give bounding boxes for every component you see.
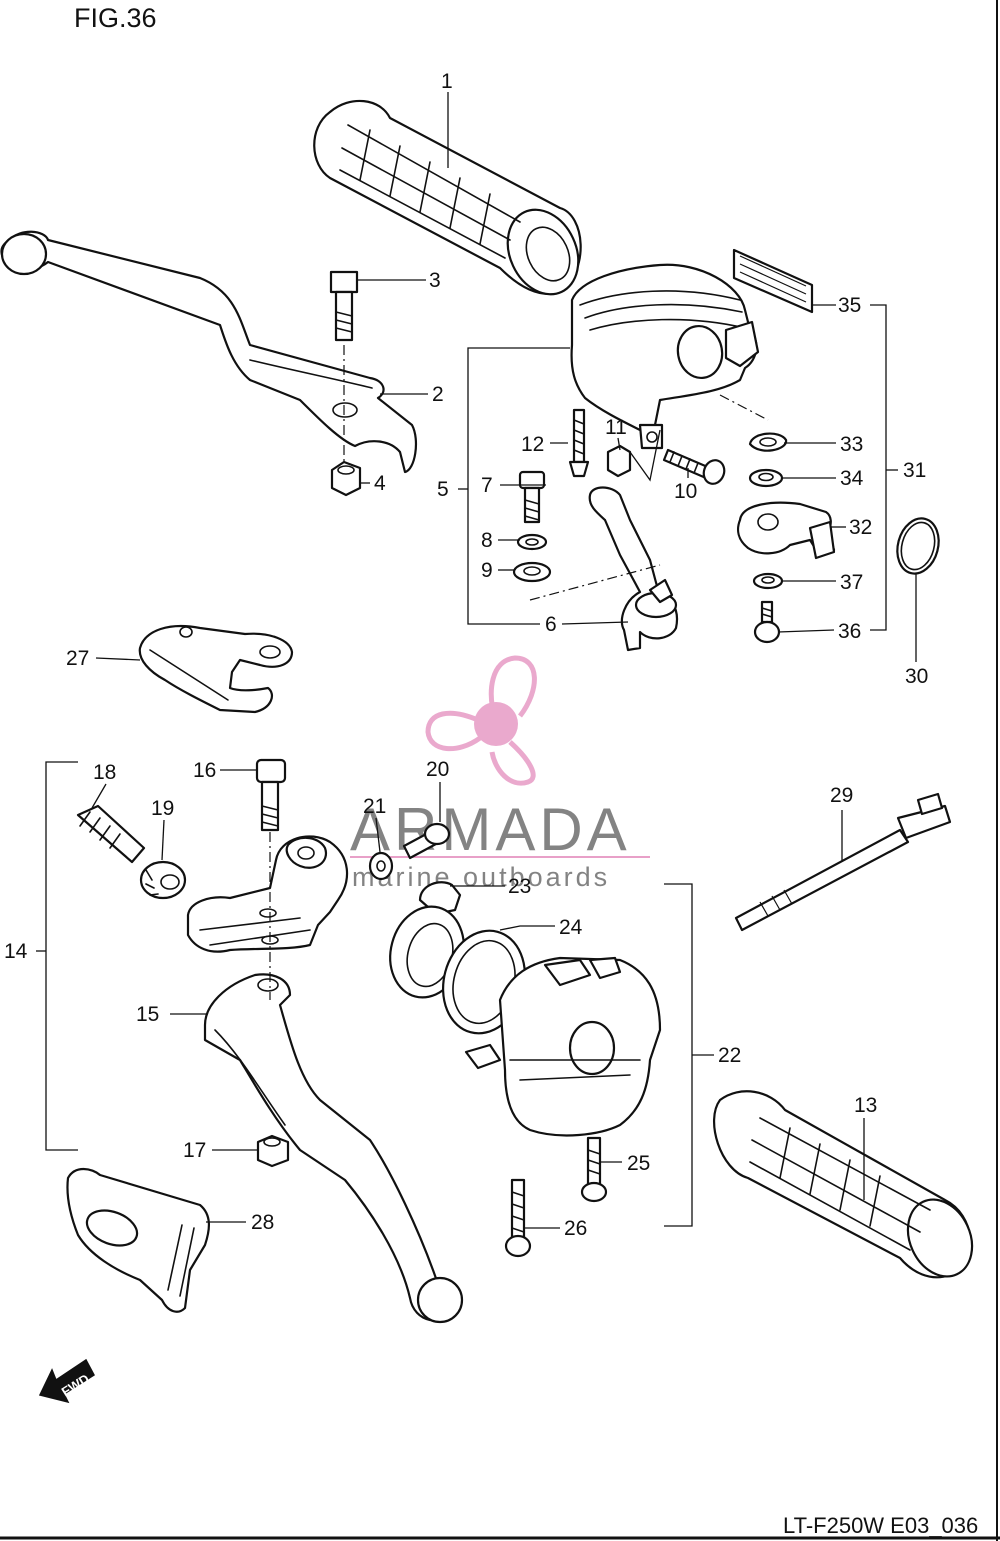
- part-14-clutch-lever-assy: [186, 835, 464, 1324]
- watermark-brand: ARMADA: [350, 796, 631, 863]
- part-21-washer: [368, 851, 394, 881]
- callout-18: 18: [93, 761, 116, 784]
- callout-2: 2: [432, 383, 444, 406]
- callout-36: 36: [838, 620, 861, 643]
- part-37-washer: [752, 572, 784, 590]
- watermark-tagline: marine outboards: [352, 862, 610, 892]
- callout-35: 35: [838, 294, 861, 317]
- callout-28: 28: [251, 1211, 274, 1234]
- part-17-nut: [256, 1134, 290, 1168]
- part-32-switch-knob: [737, 501, 836, 560]
- callout-31: 31: [903, 459, 926, 482]
- callout-15: 15: [136, 1003, 159, 1026]
- part-2-brake-lever: [0, 230, 418, 474]
- part-20-screw: [402, 822, 451, 860]
- propeller-logo: [425, 655, 537, 786]
- part-12-screw: [568, 408, 590, 478]
- part-3-pivot-bolt: [329, 270, 359, 465]
- callout-17: 17: [183, 1139, 206, 1162]
- callout-14: 14: [4, 940, 28, 963]
- callout-24: 24: [559, 916, 583, 939]
- part-27-bracket: [138, 624, 294, 714]
- part-35-label: [732, 248, 814, 314]
- part-10-screw: [662, 448, 726, 485]
- figure-code: LT-F250W E03_036: [783, 1513, 978, 1538]
- callout-34: 34: [840, 467, 864, 490]
- callout-25: 25: [627, 1152, 650, 1175]
- callout-13: 13: [854, 1094, 877, 1117]
- callout-26: 26: [564, 1217, 587, 1240]
- callout-labels: 1 2 3 4 5 6 7 8 9 10 11 12 13 14 15 16 1…: [4, 70, 928, 1240]
- callout-32: 32: [849, 516, 872, 539]
- part-30-o-ring: [896, 517, 940, 575]
- fwd-arrow-icon: FWD: [38, 1358, 95, 1404]
- callout-22: 22: [718, 1044, 741, 1067]
- part-25-screw: [580, 1136, 608, 1203]
- callout-20: 20: [426, 758, 449, 781]
- armada-watermark: ARMADA marine outboards: [350, 655, 650, 892]
- callout-37: 37: [840, 571, 863, 594]
- figure-title: FIG.36: [74, 3, 157, 33]
- part-7-bolt: [518, 470, 546, 524]
- part-16-pivot-bolt: [255, 758, 287, 1000]
- part-11-nut: [606, 444, 632, 478]
- part-9-washer: [512, 561, 552, 583]
- callout-6: 6: [545, 613, 557, 636]
- part-29-cable-strap: [734, 792, 952, 932]
- callout-21: 21: [363, 795, 386, 818]
- callout-12: 12: [521, 433, 544, 456]
- part-8-washer: [516, 533, 548, 551]
- part-26-screw: [504, 1178, 532, 1258]
- callout-8: 8: [481, 529, 493, 552]
- part-36-screw: [753, 600, 781, 644]
- callout-23: 23: [508, 875, 531, 898]
- callout-33: 33: [840, 433, 863, 456]
- callout-4: 4: [374, 472, 386, 495]
- callout-5: 5: [437, 478, 449, 501]
- callout-27: 27: [66, 647, 89, 670]
- part-1-grip: [313, 99, 582, 296]
- callout-29: 29: [830, 784, 853, 807]
- part-34-washer: [748, 468, 784, 488]
- part-33-clip: [748, 432, 788, 452]
- part-22-handlebar-switch: [464, 956, 662, 1137]
- callout-30: 30: [905, 665, 928, 688]
- leader-lines: [36, 92, 917, 1229]
- callout-19: 19: [151, 797, 174, 820]
- callout-10: 10: [674, 480, 697, 503]
- callout-16: 16: [193, 759, 216, 782]
- part-19-adjuster-nut: [139, 860, 187, 900]
- callout-1: 1: [441, 70, 453, 93]
- part-5-switch-housing: [570, 263, 760, 450]
- part-28-cover: [66, 1167, 210, 1313]
- callout-3: 3: [429, 269, 441, 292]
- callout-11: 11: [605, 416, 627, 439]
- callout-9: 9: [481, 559, 493, 582]
- part-18-adjuster-bolt: [76, 804, 146, 864]
- part-6-throttle-lever: [588, 486, 679, 652]
- part-13-grip: [712, 1090, 974, 1279]
- callout-7: 7: [481, 474, 493, 497]
- part-4-nut: [330, 460, 362, 497]
